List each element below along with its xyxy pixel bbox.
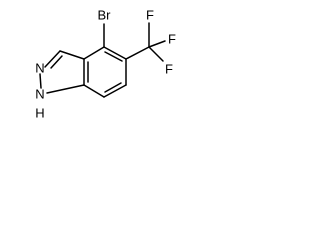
atom-label-fluorine-top: F bbox=[146, 8, 154, 23]
bond-n2-n1 bbox=[39, 73, 42, 89]
bond-c3-n2-inner bbox=[50, 55, 63, 69]
bond-c3a-c4 bbox=[83, 46, 105, 60]
bond-cf3-f-bottom bbox=[148, 46, 164, 62]
atom-labels: Br F F F N N H bbox=[35, 8, 176, 121]
bond-c4-c5-inner bbox=[104, 51, 123, 62]
bond-c3a-c3 bbox=[59, 50, 85, 60]
bonds bbox=[39, 22, 166, 98]
bond-c3-n2 bbox=[44, 50, 61, 68]
atom-label-fluorine-right: F bbox=[168, 32, 176, 47]
atom-label-bromine: Br bbox=[98, 8, 112, 23]
bond-n1-c7a bbox=[46, 84, 85, 94]
atom-label-nitrogen-pyrazole: N bbox=[35, 61, 44, 76]
atom-label-nitrogen-nh: N bbox=[35, 87, 44, 102]
structure-diagram: Br F F F N N H bbox=[35, 8, 176, 121]
bond-c6-c7-inner bbox=[104, 82, 122, 93]
atom-label-hydrogen-nh: H bbox=[35, 106, 44, 121]
bond-c4-c5 bbox=[103, 46, 127, 60]
atom-label-fluorine-bottom: F bbox=[165, 62, 173, 77]
bond-c5-cf3 bbox=[125, 46, 150, 60]
bond-c7-c7a bbox=[83, 84, 105, 98]
bond-cf3-f-right bbox=[148, 40, 166, 48]
bond-c6-c7 bbox=[103, 84, 127, 98]
